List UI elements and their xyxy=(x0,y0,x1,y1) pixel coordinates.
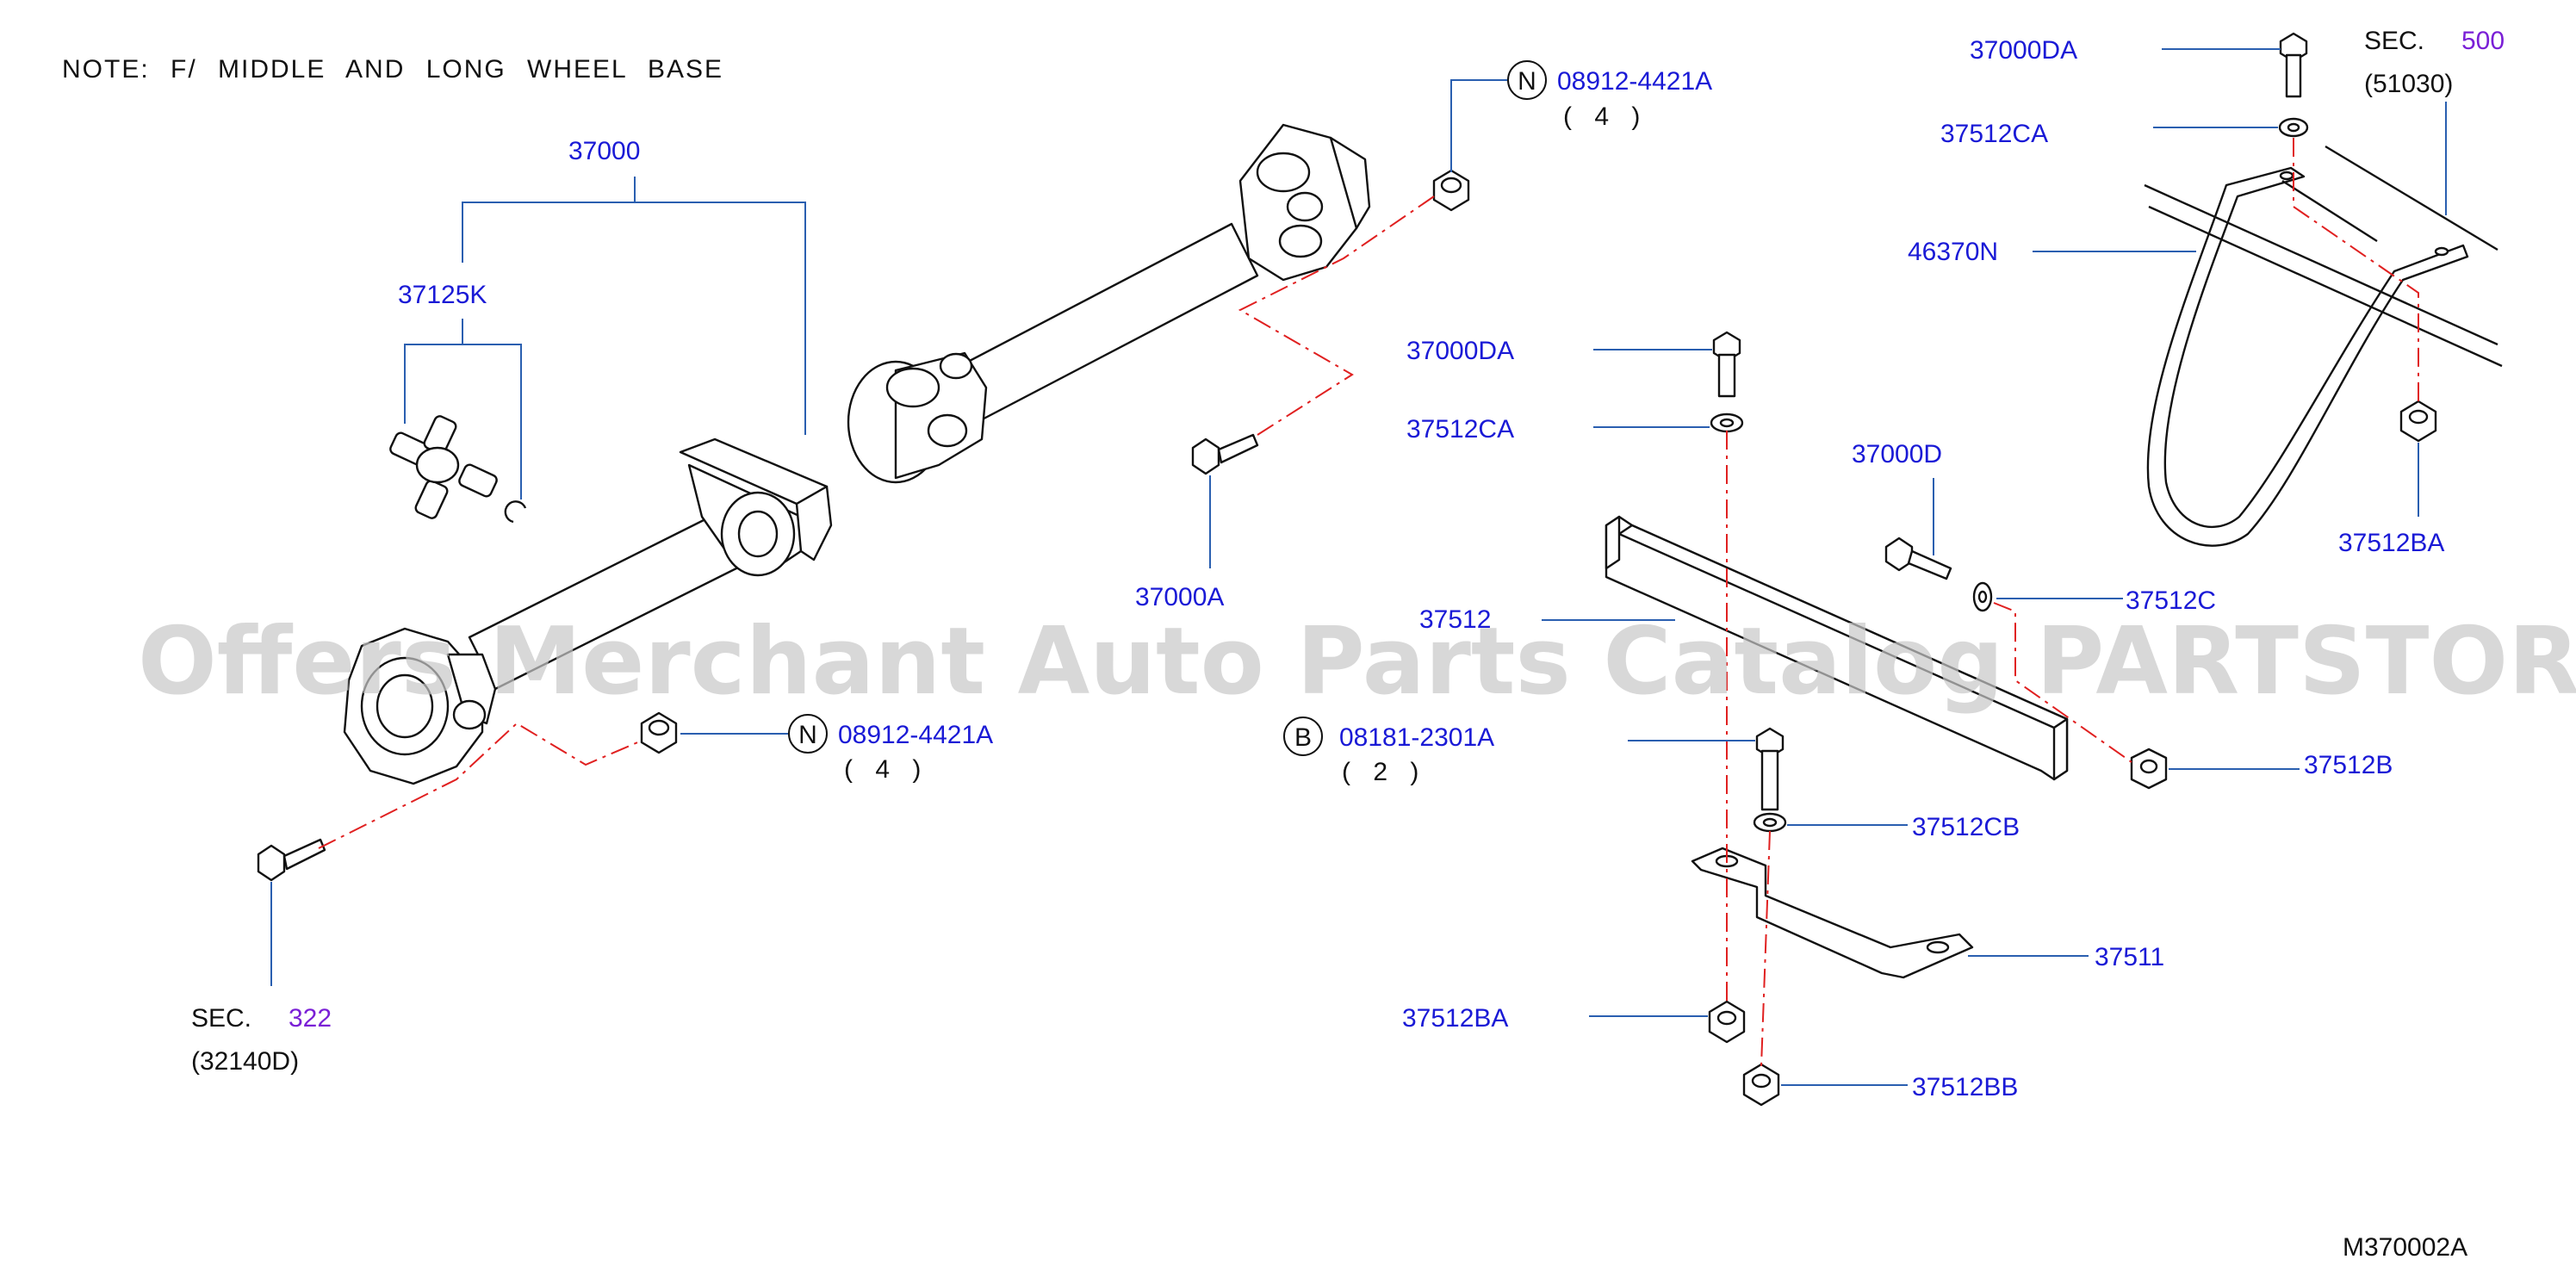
center-bearing xyxy=(679,437,833,577)
bolt-37000da-mid xyxy=(1712,331,1741,398)
channel-37512 xyxy=(1605,515,2069,781)
flange-nut-low xyxy=(640,711,678,754)
callout-37512bb[interactable]: 37512BB xyxy=(1912,1073,2018,1101)
sec322-sub: (32140D) xyxy=(191,1047,299,1076)
std-part-nut-low[interactable]: N 08912-4421A ( 4 ) xyxy=(788,714,993,784)
std-part-no-bolt[interactable]: 08181-2301A xyxy=(1339,723,1494,752)
nut-37512bb xyxy=(1742,1063,1780,1107)
callout-37512b[interactable]: 37512B xyxy=(2304,751,2393,779)
std-symbol-n-top: N xyxy=(1518,67,1536,96)
flange-nut-top xyxy=(1432,169,1470,212)
watermark-text: Offers Merchant Auto Parts Catalog PARTS… xyxy=(138,608,2576,716)
callout-37125k[interactable]: 37125K xyxy=(398,281,487,309)
sec500-number[interactable]: 500 xyxy=(2461,27,2505,55)
std-symbol-circle xyxy=(1283,717,1323,756)
section-ref-322[interactable]: SEC. 322 (32140D) xyxy=(191,1004,332,1076)
callout-37512cb[interactable]: 37512CB xyxy=(1912,813,2020,841)
rear-flange-yoke xyxy=(343,627,497,785)
washer-37512c xyxy=(1972,581,1993,612)
callout-37000[interactable]: 37000 xyxy=(568,137,640,165)
sec322-prefix: SEC. xyxy=(191,1004,251,1033)
bolt-37000d xyxy=(1884,537,1952,580)
std-part-no-low[interactable]: 08912-4421A xyxy=(838,721,993,749)
std-qty-bolt: ( 2 ) xyxy=(1342,758,1418,786)
callout-37511[interactable]: 37511 xyxy=(2095,943,2164,971)
nut-37512b xyxy=(2130,748,2168,790)
std-symbol-b: B xyxy=(1294,723,1312,752)
bracket-37511 xyxy=(1691,847,1974,979)
center-universal-joint xyxy=(847,351,988,484)
callout-46370n[interactable]: 46370N xyxy=(1908,238,1998,266)
callout-37000d[interactable]: 37000D xyxy=(1852,440,1942,468)
bolt-sec322 xyxy=(257,838,326,882)
strap-46370n xyxy=(2146,166,2469,547)
leader-lines xyxy=(270,48,2447,1086)
callout-37000da-top[interactable]: 37000DA xyxy=(1970,36,2077,65)
bolt-37000da-top xyxy=(2279,32,2308,98)
frame-crossmember xyxy=(2144,145,2503,368)
std-symbol-n-low: N xyxy=(798,721,817,749)
nut-37512ba-right xyxy=(2399,400,2437,443)
std-symbol-circle xyxy=(1507,60,1547,100)
callout-37000a[interactable]: 37000A xyxy=(1135,583,1224,611)
std-part-nut-top[interactable]: N 08912-4421A ( 4 ) xyxy=(1507,60,1712,131)
std-qty-top: ( 4 ) xyxy=(1563,102,1640,131)
callout-37000da-mid[interactable]: 37000DA xyxy=(1406,337,1514,365)
callout-37512ba-low[interactable]: 37512BA xyxy=(1402,1004,1508,1033)
section-ref-500[interactable]: SEC. 500 (51030) xyxy=(2364,27,2505,98)
callout-37512ca-mid[interactable]: 37512CA xyxy=(1406,415,1514,444)
diagram-code: M370002A xyxy=(2343,1233,2467,1262)
sec500-prefix: SEC. xyxy=(2364,27,2424,55)
washer-37512cb xyxy=(1753,812,1787,833)
callout-37512ba-right[interactable]: 37512BA xyxy=(2338,529,2444,557)
front-flange-yoke xyxy=(1238,123,1371,282)
std-part-no-top[interactable]: 08912-4421A xyxy=(1557,67,1712,96)
sec500-sub: (51030) xyxy=(2364,70,2453,98)
note-text: NOTE: F/ MIDDLE AND LONG WHEEL BASE xyxy=(62,55,723,84)
callout-37512ca-top[interactable]: 37512CA xyxy=(1940,120,2048,148)
sec322-number[interactable]: 322 xyxy=(289,1004,332,1033)
spider-kit-drawing xyxy=(389,415,498,519)
washer-37512ca-mid xyxy=(1710,413,1744,433)
bolt-08181-2301a xyxy=(1755,727,1785,811)
snap-ring xyxy=(504,500,527,524)
callout-37512[interactable]: 37512 xyxy=(1419,605,1491,634)
propeller-shaft-drawing xyxy=(343,123,1371,785)
washer-37512ca-top xyxy=(2278,117,2309,138)
bolt-37000a xyxy=(1191,433,1259,475)
callout-37512c[interactable]: 37512C xyxy=(2126,586,2216,615)
std-symbol-circle xyxy=(788,714,828,754)
nut-37512ba-low xyxy=(1708,1000,1746,1044)
assembly-centerlines xyxy=(318,138,2419,1067)
std-qty-low: ( 4 ) xyxy=(844,755,921,784)
std-part-bolt-b[interactable]: B 08181-2301A ( 2 ) xyxy=(1283,717,1494,786)
